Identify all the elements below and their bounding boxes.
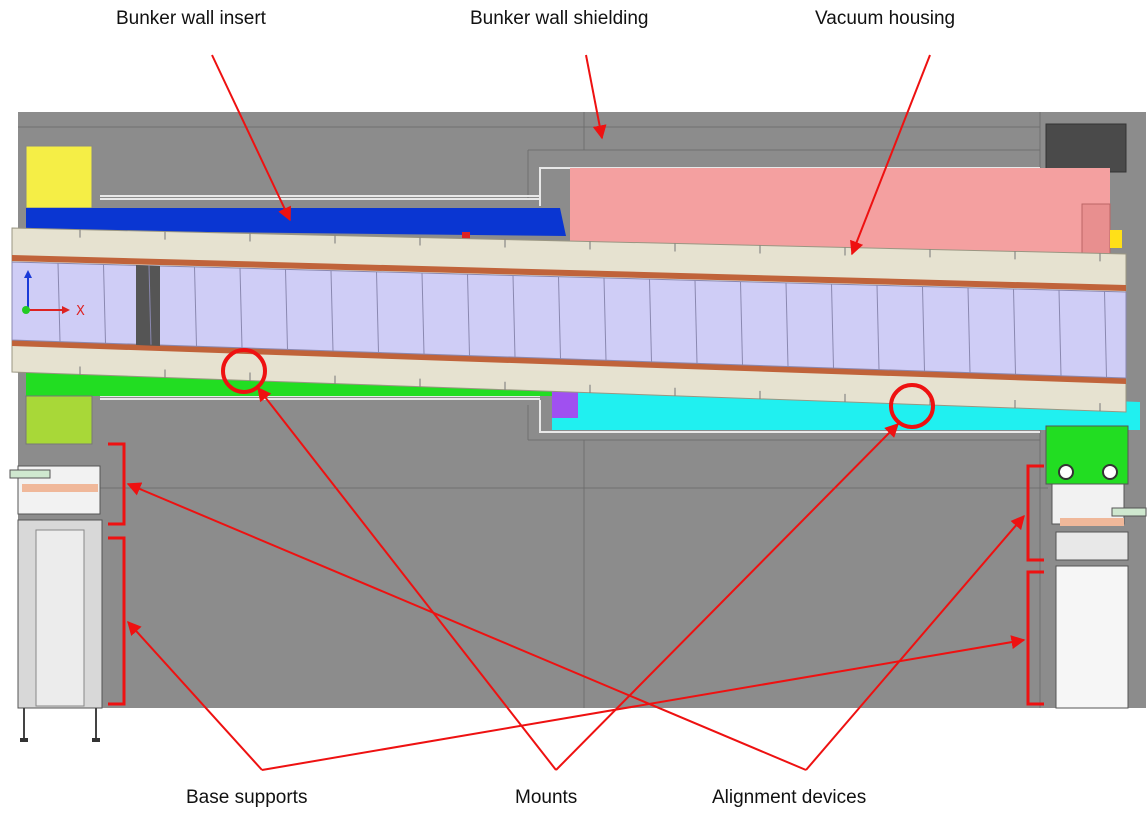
guide-segment-line	[148, 265, 152, 345]
guide-segment-line	[649, 279, 652, 362]
shielding-left-white-gap	[2, 112, 18, 742]
yellow-marker-right	[1110, 230, 1122, 248]
shielding-block-lines	[18, 112, 1048, 708]
neutron-guide-channel	[11, 261, 1127, 379]
guide-segment-line	[922, 286, 925, 372]
guide-segment-line	[421, 273, 425, 354]
guide-segment-lines	[57, 263, 1107, 378]
guide-segment-line	[558, 276, 561, 359]
guide-segment-line	[103, 264, 106, 344]
guide-segment-line	[239, 268, 243, 348]
arrow-mounts-left	[257, 386, 557, 771]
red-marker	[462, 232, 470, 242]
guide-segment-line	[1104, 291, 1107, 378]
arrow-bunker-shielding	[585, 54, 607, 140]
guide-segment-line	[57, 263, 61, 342]
annotation-brackets	[108, 442, 1044, 706]
mount-circle-left	[221, 348, 267, 394]
guide-segment-line	[512, 275, 516, 358]
label-vacuum-housing: Vacuum housing	[815, 8, 956, 29]
guide-segment-line	[285, 269, 288, 350]
arrow-alignment-left	[126, 482, 807, 771]
annotation-arrows	[126, 54, 1026, 771]
arrow-vacuum-housing	[850, 54, 931, 256]
guide-segment-line	[694, 280, 698, 364]
lime-support-block	[25, 395, 93, 445]
label-bunker-wall-insert: Bunker wall insert	[116, 8, 266, 29]
right-base-support	[1051, 464, 1147, 709]
x-axis-label: X	[76, 304, 85, 319]
arrow-bunker-insert	[211, 54, 291, 222]
liner-top	[12, 255, 1126, 291]
dark-channel-slab	[136, 265, 160, 346]
guide-segment-line	[1058, 290, 1062, 376]
bunker-insert-upper-blue	[26, 208, 566, 236]
yellow-support-block	[25, 145, 93, 209]
axis-indicator: X	[22, 270, 85, 319]
guide-segment-line	[831, 284, 834, 368]
guide-segment-line	[330, 270, 334, 351]
liner-bottom	[12, 340, 1126, 384]
label-mounts: Mounts	[515, 787, 578, 808]
pink-side-block	[1081, 203, 1111, 255]
arrow-base-supports-left	[127, 620, 263, 771]
arrow-mounts-right	[555, 423, 899, 771]
guide-segment-line	[785, 282, 789, 367]
label-base-supports: Base supports	[186, 787, 308, 808]
arrow-alignment-right	[805, 514, 1025, 771]
label-alignment-devices: Alignment devices	[712, 787, 867, 808]
mount-circle-right	[889, 383, 935, 429]
guide-segment-line	[376, 271, 379, 353]
guide-segment-line	[1013, 288, 1016, 375]
left-base-support	[9, 465, 103, 742]
dark-shield-block	[1045, 123, 1127, 173]
guide-segment-line	[740, 281, 743, 365]
label-bunker-wall-shielding: Bunker wall shielding	[470, 8, 649, 29]
guide-segment-line	[603, 277, 607, 361]
guide-segment-line	[876, 285, 880, 370]
vacuum-housing-upper-pink	[570, 168, 1110, 256]
housing-bolt-ticks	[79, 229, 1101, 412]
guide-segment-line	[967, 287, 971, 373]
guide-segment-line	[467, 274, 470, 356]
guide-segment-line	[194, 266, 197, 347]
arrow-base-supports-right	[261, 635, 1026, 771]
